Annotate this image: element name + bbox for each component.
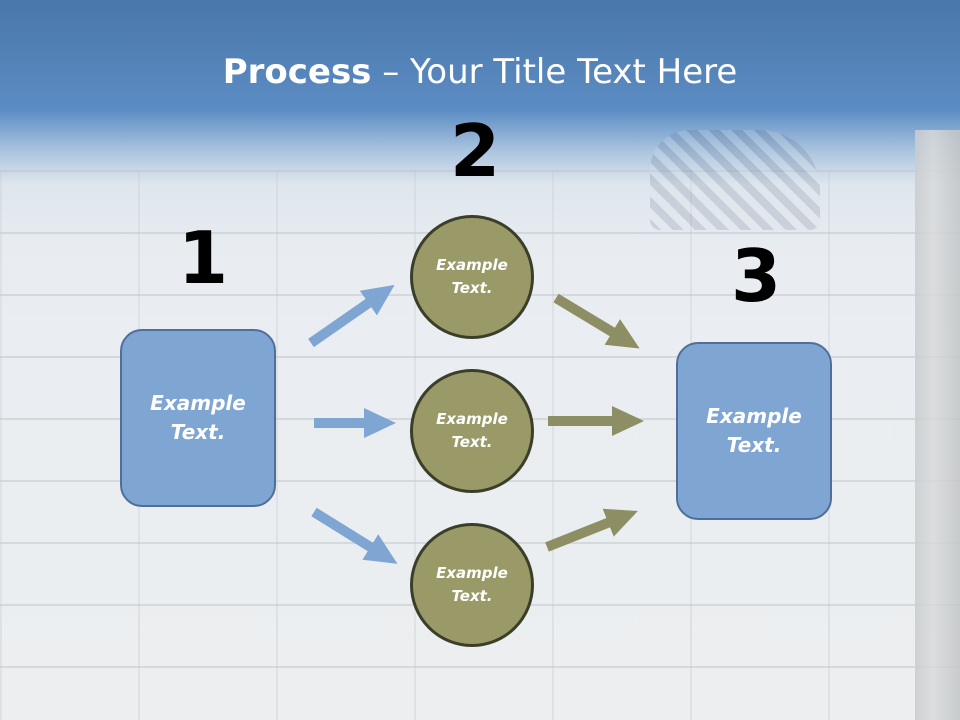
- step-number-2: 2: [450, 109, 501, 193]
- arrow-left-to-bottom: [311, 507, 398, 564]
- title-bold: Process: [222, 52, 372, 92]
- worker-photo: [650, 130, 820, 230]
- arrow-left-to-top: [308, 284, 395, 348]
- title-rest: – Your Title Text Here: [371, 52, 738, 92]
- concrete-pillar: [915, 130, 960, 720]
- step-number-1: 1: [178, 216, 229, 300]
- step-number-3: 3: [731, 234, 782, 318]
- arrow-top-to-right: [553, 293, 640, 349]
- arrow-bottom-to-right: [545, 508, 638, 552]
- slide-title: Process – Your Title Text Here: [0, 52, 960, 92]
